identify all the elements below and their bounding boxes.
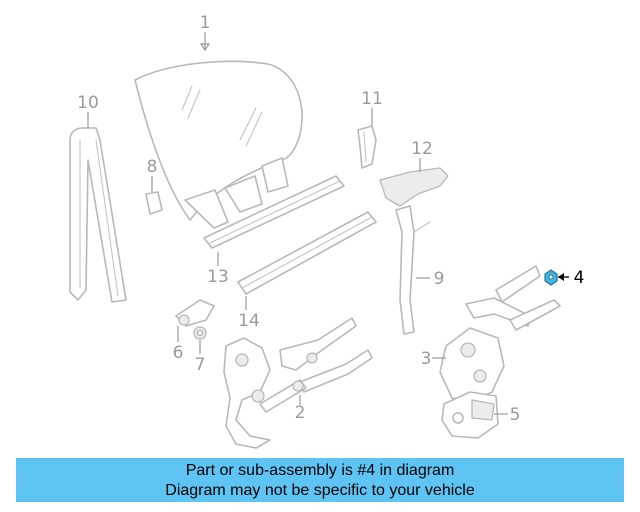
parts-diagram: 1 2 3 4 5 6 7 8 9 10 11 12 13 14 [69,13,585,449]
info-banner: Part or sub-assembly is #4 in diagram Di… [16,458,624,502]
part-4-nut[interactable] [544,269,558,286]
callout-10: 10 [77,93,99,113]
banner-line-part-number: Part or sub-assembly is #4 in diagram [185,462,455,479]
callout-13: 13 [207,267,229,287]
callout-4[interactable]: 4 [574,268,585,288]
callout-11: 11 [361,89,383,109]
part-11-stop [357,125,377,169]
part-9-guide-channel [395,205,431,335]
part-2-regulator [223,317,373,449]
part-3-regulator [439,265,561,403]
part-12-trim [379,167,449,207]
part-7-washer [193,326,207,340]
callout-7: 7 [195,355,206,375]
part-10-run-channel [69,127,127,303]
callout-12: 12 [411,139,433,159]
callout-2: 2 [295,403,306,423]
part-6-bracket [175,299,215,327]
part-5-motor [441,391,499,439]
part-14-weatherstrip [237,211,377,295]
part-8-clip [145,191,163,215]
part-1-door-glass [134,60,303,229]
callout-8: 8 [147,157,158,177]
part-13-weatherstrip [203,175,345,249]
callout-3: 3 [421,349,432,369]
callout-5: 5 [510,405,521,425]
callout-14: 14 [238,311,260,331]
callout-1: 1 [200,13,211,33]
callout-9: 9 [434,269,445,289]
banner-line-disclaimer: Diagram may not be specific to your vehi… [165,482,475,499]
callout-6: 6 [173,343,184,363]
